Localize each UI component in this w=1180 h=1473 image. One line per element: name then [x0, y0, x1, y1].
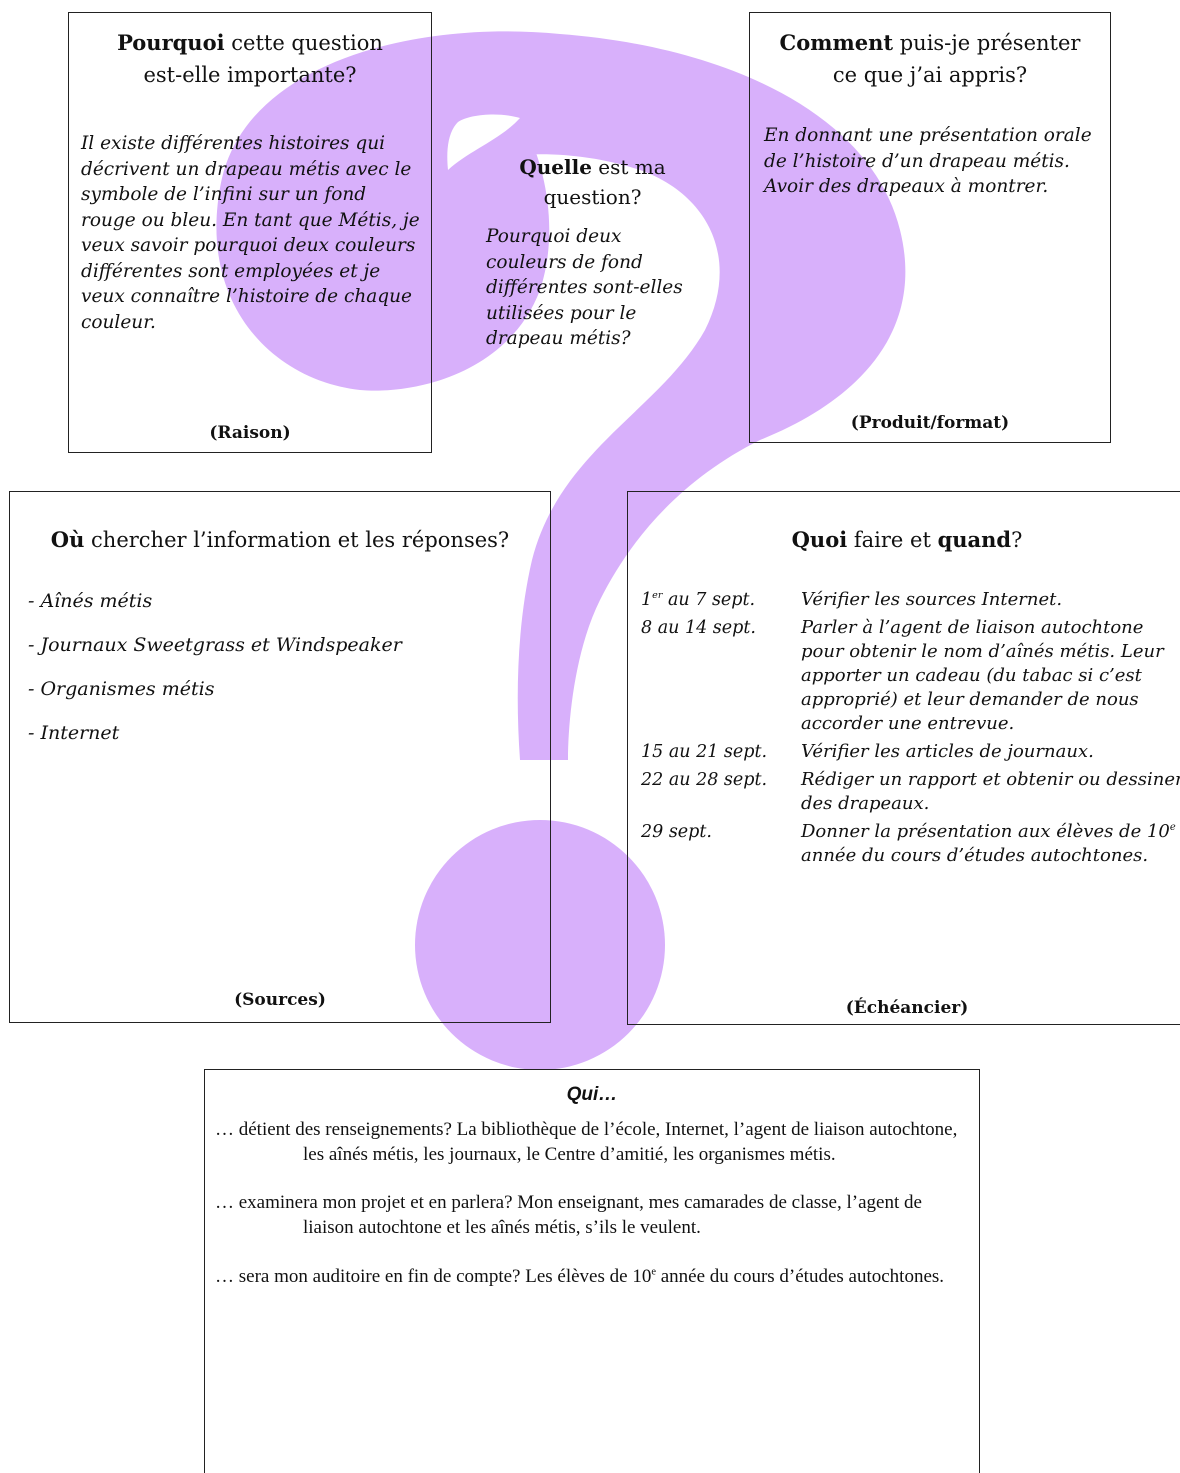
timeline-footer: (Échéancier)	[845, 998, 969, 1018]
schedule-date-text: 29 sept.	[641, 822, 712, 842]
schedule-date: 1er au 7 sept.	[641, 588, 801, 612]
sources-footer: (Sources)	[234, 990, 326, 1010]
schedule-task-text: Vérifier les sources Internet.	[801, 589, 1063, 610]
who-item-sup: e	[651, 1266, 656, 1278]
schedule-task: Donner la présentation aux élèves de 10e…	[801, 820, 1180, 868]
reason-footer: (Raison)	[209, 423, 291, 443]
schedule-date-rest: au 7 sept.	[662, 590, 756, 610]
product-heading: Comment puis-je présenter ce que j’ai ap…	[758, 27, 1102, 91]
product-heading-rest: puis-je présenter	[893, 31, 1081, 55]
schedule-task-text: Parler à l’agent de liaison autochtone p…	[801, 617, 1164, 734]
sources-heading-bold: Où	[50, 527, 85, 552]
timeline-heading-mid: faire et	[847, 528, 938, 552]
schedule-task: Rédiger un rapport et obtenir ou dessine…	[801, 768, 1180, 816]
timeline-heading-end: ?	[1011, 528, 1023, 552]
sources-heading: Où chercher l’information et les réponse…	[18, 524, 542, 557]
schedule-date: 22 au 28 sept.	[641, 768, 801, 816]
who-item-text: … détient des renseignements? La bibliot…	[215, 1119, 958, 1165]
reason-heading: Pourquoi cette question est-elle importa…	[77, 27, 423, 91]
list-item: … examinera mon projet et en parlera? Mo…	[215, 1191, 969, 1240]
question-heading-bold: Quelle	[519, 155, 592, 179]
question-heading-line2: question?	[543, 185, 642, 209]
reason-box: Pourquoi cette question est-elle importa…	[68, 12, 432, 453]
list-item: … sera mon auditoire en fin de compte? L…	[215, 1265, 969, 1290]
list-item: - Journaux Sweetgrass et Windspeaker	[28, 634, 402, 656]
reason-body: Il existe différentes histoires qui décr…	[81, 133, 420, 333]
timeline-heading-bold-when: quand	[937, 527, 1012, 552]
who-item-text: … examinera mon projet et en parlera? Mo…	[215, 1192, 922, 1239]
product-footer: (Produit/format)	[850, 413, 1010, 433]
reason-heading-bold: Pourquoi	[117, 30, 225, 55]
product-body: En donnant une présentation orale de l’h…	[764, 125, 1092, 198]
product-heading-line2: ce que j’ai appris?	[832, 62, 1028, 87]
timeline-schedule: 1er au 7 sept. Vérifier les sources Inte…	[641, 588, 1180, 872]
schedule-date-text: 8 au 14 sept.	[641, 618, 756, 638]
table-row: 29 sept. Donner la présentation aux élèv…	[641, 820, 1180, 868]
schedule-date-text: 15 au 21 sept.	[641, 742, 768, 762]
who-list: … détient des renseignements? La bibliot…	[205, 1118, 979, 1289]
reason-heading-rest: cette question	[224, 31, 383, 55]
schedule-task-text: Donner la présentation aux élèves de 10	[801, 821, 1170, 842]
schedule-date: 8 au 14 sept.	[641, 616, 801, 736]
schedule-task-text: Vérifier les articles de journaux.	[801, 741, 1094, 762]
timeline-heading-bold-what: Quoi	[791, 527, 848, 552]
question-heading-rest: est ma	[591, 155, 666, 179]
who-box: Qui… … détient des renseignements? La bi…	[204, 1069, 980, 1473]
list-item: - Internet	[28, 722, 120, 744]
question-block: Quelle est ma question? Pourquoi deux co…	[480, 152, 705, 352]
who-item-rest: année du cours d’études autochtones.	[655, 1265, 945, 1287]
who-item-text: … sera mon auditoire en fin de compte? L…	[215, 1265, 652, 1287]
question-body: Pourquoi deux couleurs de fond différent…	[486, 226, 683, 350]
schedule-task-rest: année du cours d’études autochtones.	[801, 845, 1149, 866]
schedule-task: Vérifier les articles de journaux.	[801, 740, 1180, 764]
product-box: Comment puis-je présenter ce que j’ai ap…	[749, 12, 1111, 443]
schedule-task-text: Rédiger un rapport et obtenir ou dessine…	[801, 769, 1180, 814]
sources-list: - Aînés métis - Journaux Sweetgrass et W…	[28, 588, 402, 764]
timeline-heading: Quoi faire et quand?	[636, 524, 1178, 557]
reason-heading-line2: est-elle importante?	[143, 62, 357, 87]
question-heading: Quelle est ma question?	[480, 152, 705, 212]
schedule-task: Vérifier les sources Internet.	[801, 588, 1180, 612]
product-heading-bold: Comment	[779, 30, 894, 55]
question-mark-dot	[415, 820, 665, 1070]
schedule-date-text: 1	[641, 590, 653, 610]
list-item: - Aînés métis	[28, 590, 153, 612]
schedule-task: Parler à l’agent de liaison autochtone p…	[801, 616, 1180, 736]
table-row: 1er au 7 sept. Vérifier les sources Inte…	[641, 588, 1180, 612]
sources-box: Où chercher l’information et les réponse…	[9, 491, 551, 1023]
schedule-date-text: 22 au 28 sept.	[641, 770, 768, 790]
schedule-date: 29 sept.	[641, 820, 801, 868]
table-row: 8 au 14 sept. Parler à l’agent de liaiso…	[641, 616, 1180, 736]
who-title: Qui…	[566, 1084, 618, 1105]
list-item: - Organismes métis	[28, 678, 215, 700]
schedule-date: 15 au 21 sept.	[641, 740, 801, 764]
timeline-box: Quoi faire et quand? 1er au 7 sept. Véri…	[627, 491, 1180, 1025]
list-item: … détient des renseignements? La bibliot…	[215, 1118, 969, 1167]
table-row: 22 au 28 sept. Rédiger un rapport et obt…	[641, 768, 1180, 816]
question-mark-hook	[216, 31, 906, 760]
sources-heading-rest: chercher l’information et les réponses?	[84, 528, 510, 552]
question-mark-inner-notch	[447, 114, 520, 170]
schedule-date-sup: er	[652, 590, 663, 602]
table-row: 15 au 21 sept. Vérifier les articles de …	[641, 740, 1180, 764]
schedule-task-sup: e	[1169, 822, 1176, 833]
